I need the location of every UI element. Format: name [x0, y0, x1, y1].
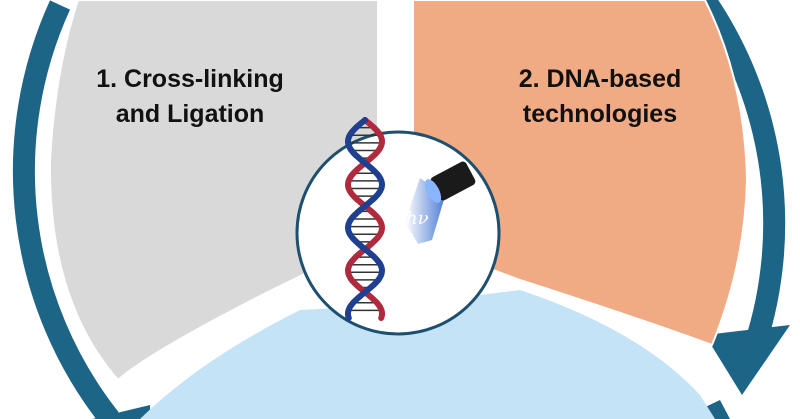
label-dna-based-line2: technologies: [522, 100, 678, 128]
cycle-arrow-left: [12, 0, 119, 419]
segment-third: [140, 290, 715, 419]
label-cross-linking-line1: 1. Cross-linking: [96, 65, 284, 93]
dna-strand-a: [344, 117, 386, 321]
arrowhead-right: [705, 325, 790, 395]
label-dna-based-line1: 2. DNA-based: [518, 65, 682, 93]
segment-cross-linking: [48, 0, 379, 382]
lamp-lens: [424, 179, 442, 203]
label-cross-linking: 1. Cross-linking and Ligation: [80, 62, 300, 132]
lamp-body: [430, 161, 476, 201]
arrowhead-bottom-left: [92, 405, 150, 419]
uv-lamp-icon: hν: [405, 161, 476, 244]
label-dna-based: 2. DNA-based technologies: [490, 62, 710, 132]
center-circle: [295, 130, 501, 336]
dna-strand-b: [344, 117, 386, 321]
label-cross-linking-line2: and Ligation: [115, 100, 265, 128]
dna-helix-icon: [344, 117, 386, 321]
light-symbol: hν: [406, 208, 429, 229]
cycle-arrow-right: [695, 0, 786, 349]
